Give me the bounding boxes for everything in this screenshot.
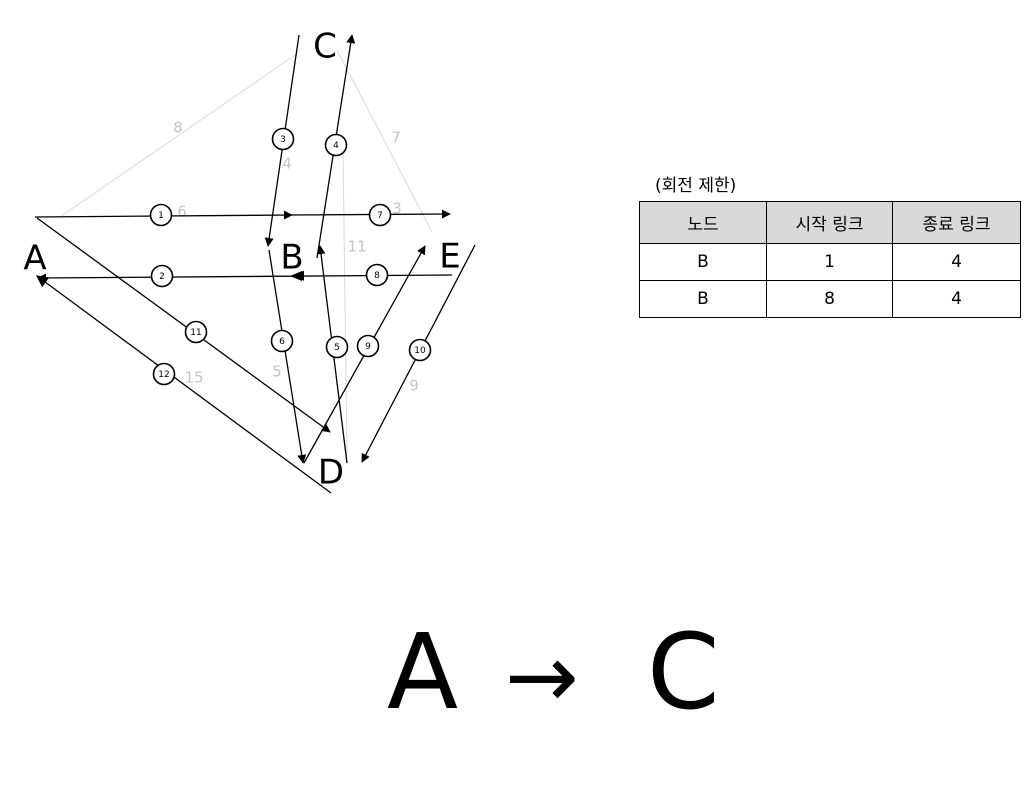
link-id-5: 5 <box>334 343 340 353</box>
cell-end-link: 4 <box>892 243 1021 281</box>
table-row: B 1 4 <box>639 243 1021 281</box>
link-badge-11 <box>184 320 208 344</box>
link-arrow-8 <box>292 270 304 281</box>
link-id-7: 7 <box>377 211 383 221</box>
node-label-b: B <box>280 238 303 278</box>
edge-cost-c-d: 11 <box>347 238 366 256</box>
route-query: A → C <box>385 612 725 732</box>
link-badge-12 <box>152 362 176 386</box>
link-badge-7 <box>368 203 392 227</box>
link-arrow-12 <box>36 275 332 494</box>
node-label-e: E <box>439 237 460 277</box>
edge-line-c-d <box>342 149 348 456</box>
cell-node: B <box>639 243 767 281</box>
cell-end-link: 4 <box>892 280 1021 318</box>
link-badge-6 <box>270 329 294 353</box>
link-id-3: 3 <box>280 135 286 145</box>
link-badge-10 <box>408 338 432 362</box>
link-id-11: 11 <box>190 328 201 338</box>
edge-cost-a-c: 8 <box>173 119 183 137</box>
link-id-9: 9 <box>365 342 371 352</box>
cell-start-link: 1 <box>766 243 893 281</box>
nodes-layer: A B C D E <box>23 27 460 493</box>
link-id-12: 12 <box>158 370 169 380</box>
cell-node: B <box>639 280 767 318</box>
edge-cost-a-d: 15 <box>184 369 203 387</box>
edge-cost-c-b: 4 <box>282 155 292 173</box>
route-arrow-icon: → <box>505 625 579 728</box>
edge-cost-c-e: 7 <box>391 129 401 147</box>
link-badge-9 <box>356 334 380 358</box>
link-badge-4 <box>324 133 348 157</box>
table-row: B 8 4 <box>639 280 1021 318</box>
route-origin: A <box>387 611 459 733</box>
link-badge-2 <box>150 264 174 288</box>
table-header-row: 노드 시작 링크 종료 링크 <box>639 201 1021 244</box>
link-arrow-2 <box>37 273 453 283</box>
route-destination: C <box>647 611 720 733</box>
link-badge-1 <box>149 203 173 227</box>
edge-cost-e-d: 9 <box>409 377 419 395</box>
link-badge-3 <box>271 127 295 151</box>
constraint-title: (회전 제한) <box>655 176 737 196</box>
constraint-table: 노드 시작 링크 종료 링크 B 1 4 B 8 4 <box>639 201 1021 318</box>
link-id-2: 2 <box>159 272 165 282</box>
node-label-a: A <box>23 239 46 279</box>
link-id-8: 8 <box>374 271 380 281</box>
link-arrow-6 <box>268 249 307 464</box>
node-label-d: D <box>318 453 344 493</box>
link-id-4: 4 <box>333 141 339 151</box>
edge-line-a-c <box>59 52 299 218</box>
link-arrow-11 <box>36 217 331 433</box>
link-id-1: 1 <box>158 211 164 221</box>
edge-cost-b-d: 5 <box>272 363 282 381</box>
edge-cost-a-b: 6 <box>177 203 187 221</box>
link-badge-8 <box>365 263 389 287</box>
link-id-10: 10 <box>414 346 426 356</box>
link-id-6: 6 <box>279 337 285 347</box>
edge-cost-b-e: 3 <box>392 200 402 218</box>
node-label-c: C <box>313 27 337 67</box>
cell-start-link: 8 <box>766 280 893 318</box>
header-start-link: 시작 링크 <box>766 201 893 244</box>
header-end-link: 종료 링크 <box>892 201 1021 244</box>
link-badge-5 <box>325 335 349 359</box>
edge-line-c-e <box>336 49 433 233</box>
header-node: 노드 <box>639 201 767 244</box>
